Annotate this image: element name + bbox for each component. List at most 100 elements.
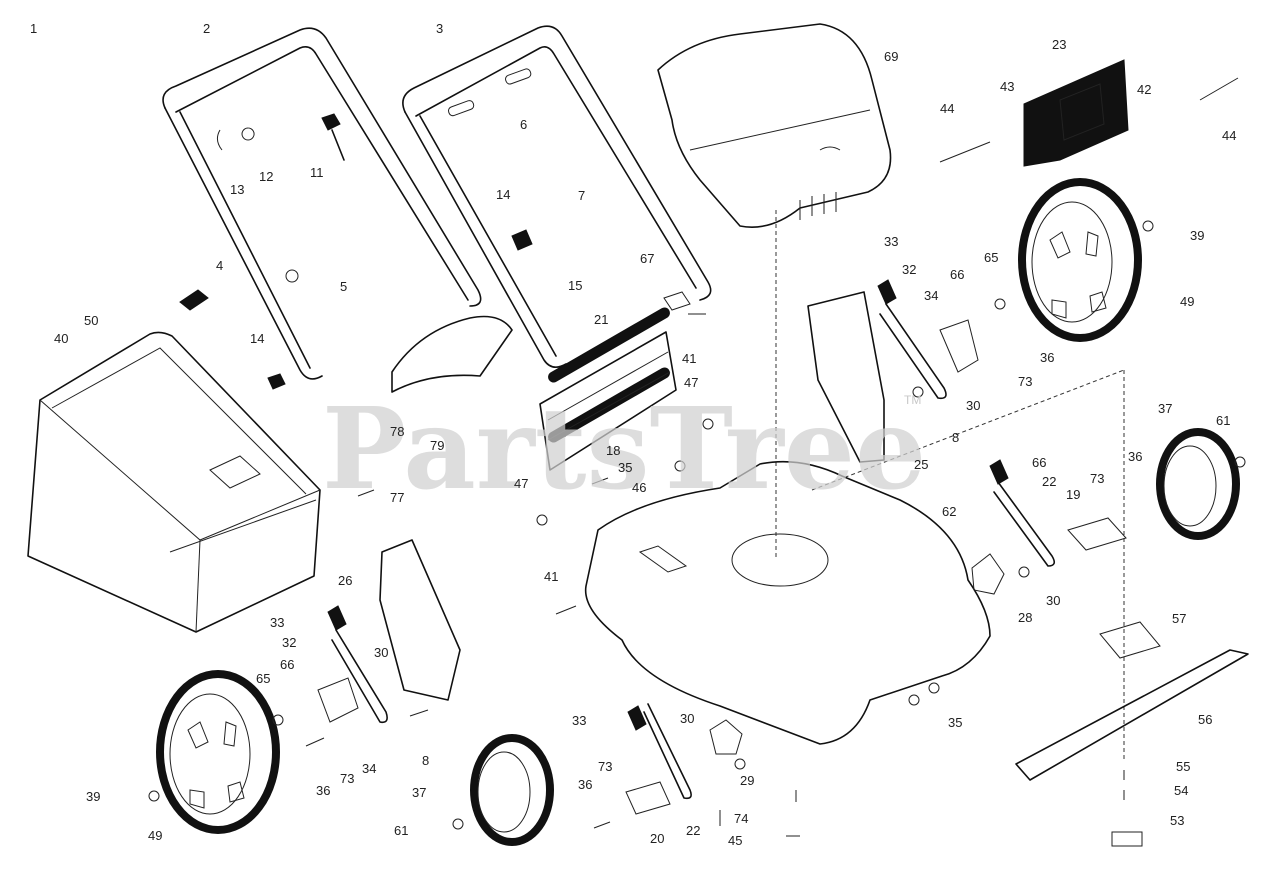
rear-chute: [391, 315, 513, 393]
part-number-label[interactable]: 74: [734, 811, 748, 826]
part-number-label[interactable]: 62: [942, 504, 956, 519]
part-number-label[interactable]: 36: [1128, 449, 1142, 464]
part-number-label[interactable]: 36: [1040, 350, 1054, 365]
part-number-label[interactable]: 49: [1180, 294, 1194, 309]
part-number-label[interactable]: 23: [1052, 37, 1066, 52]
part-number-label[interactable]: 69: [884, 49, 898, 64]
part-number-label[interactable]: 73: [340, 771, 354, 786]
part-number-label[interactable]: 3: [436, 21, 443, 36]
part-number-label[interactable]: 35: [618, 460, 632, 475]
part-number-label[interactable]: 14: [250, 331, 264, 346]
part-number-label[interactable]: 53: [1170, 813, 1184, 828]
part-number-label[interactable]: 65: [256, 671, 270, 686]
part-number-label[interactable]: 2: [203, 21, 210, 36]
hardware-bolts: [148, 220, 1246, 837]
watermark-text: PartsTree: [322, 384, 926, 515]
part-number-label[interactable]: 36: [316, 783, 330, 798]
part-number-label[interactable]: 26: [338, 573, 352, 588]
part-number-label[interactable]: 36: [578, 777, 592, 792]
part-number-label[interactable]: 43: [1000, 79, 1014, 94]
part-number-label[interactable]: 34: [362, 761, 376, 776]
part-number-label[interactable]: 41: [544, 569, 558, 584]
part-number-label[interactable]: 77: [390, 490, 404, 505]
part-number-label[interactable]: 79: [430, 438, 444, 453]
part-number-label[interactable]: 50: [84, 313, 98, 328]
side-discharge-bracket: [939, 59, 1239, 167]
part-number-label[interactable]: 25: [914, 457, 928, 472]
part-number-label[interactable]: 32: [902, 262, 916, 277]
part-number-label[interactable]: 30: [1046, 593, 1060, 608]
part-number-label[interactable]: 66: [280, 657, 294, 672]
part-number-label[interactable]: 54: [1174, 783, 1188, 798]
part-number-label[interactable]: 29: [740, 773, 754, 788]
part-number-label[interactable]: 1: [30, 21, 37, 36]
part-number-label[interactable]: 33: [572, 713, 586, 728]
mower-deck: [584, 460, 991, 745]
part-number-label[interactable]: 30: [680, 711, 694, 726]
watermark: PartsTree TM: [322, 384, 926, 515]
part-number-label[interactable]: 73: [598, 759, 612, 774]
part-number-label[interactable]: 66: [1032, 455, 1046, 470]
part-number-label[interactable]: 18: [606, 443, 620, 458]
part-number-label[interactable]: 56: [1198, 712, 1212, 727]
part-number-label[interactable]: 44: [940, 101, 954, 116]
part-number-label[interactable]: 8: [952, 430, 959, 445]
part-number-label[interactable]: 67: [640, 251, 654, 266]
grass-bag: [27, 331, 321, 633]
rear-wheel-left: [156, 670, 280, 834]
part-number-label[interactable]: 42: [1137, 82, 1151, 97]
part-number-label[interactable]: 61: [394, 823, 408, 838]
part-number-label[interactable]: 8: [422, 753, 429, 768]
height-adjuster-front: [625, 703, 743, 815]
part-number-label[interactable]: 19: [1066, 487, 1080, 502]
part-number-label[interactable]: 66: [950, 267, 964, 282]
height-adjuster-left: [317, 539, 461, 724]
part-number-label[interactable]: 14: [496, 187, 510, 202]
part-number-label[interactable]: 15: [568, 278, 582, 293]
front-wheel-right: [1156, 428, 1240, 540]
part-number-label[interactable]: 11: [310, 165, 324, 180]
part-number-label[interactable]: 73: [1090, 471, 1104, 486]
watermark-trademark: TM: [904, 393, 921, 407]
part-number-label[interactable]: 28: [1018, 610, 1032, 625]
part-number-label[interactable]: 78: [390, 424, 404, 439]
part-number-label[interactable]: 7: [578, 188, 585, 203]
part-number-label[interactable]: 33: [884, 234, 898, 249]
part-number-label[interactable]: 45: [728, 833, 742, 848]
part-number-labels: 1 2 3 4 5 6 7 8 11 12 13 14 14 14 15 21 …: [30, 21, 1236, 848]
part-number-label[interactable]: 37: [1158, 401, 1172, 416]
upper-handle: [162, 27, 482, 380]
part-number-label[interactable]: 32: [282, 635, 296, 650]
part-number-label[interactable]: 30: [374, 645, 388, 660]
part-number-label[interactable]: 30: [966, 398, 980, 413]
part-number-label[interactable]: 39: [1190, 228, 1204, 243]
part-number-label[interactable]: 41: [682, 351, 696, 366]
part-number-label[interactable]: 5: [340, 279, 347, 294]
height-adjuster-right: [971, 459, 1127, 595]
part-number-label[interactable]: 37: [412, 785, 426, 800]
part-number-label[interactable]: 47: [514, 476, 528, 491]
part-number-label[interactable]: 49: [148, 828, 162, 843]
part-number-label[interactable]: 35: [948, 715, 962, 730]
part-number-label[interactable]: 39: [86, 789, 100, 804]
part-number-label[interactable]: 65: [984, 250, 998, 265]
part-number-label[interactable]: 20: [650, 831, 664, 846]
part-number-label[interactable]: 22: [686, 823, 700, 838]
part-number-label[interactable]: 55: [1176, 759, 1190, 774]
part-number-label[interactable]: 21: [594, 312, 608, 327]
part-number-label[interactable]: 4: [216, 258, 223, 273]
part-number-label[interactable]: 46: [632, 480, 646, 495]
part-number-label[interactable]: 47: [684, 375, 698, 390]
part-number-label[interactable]: 33: [270, 615, 284, 630]
part-number-label[interactable]: 34: [924, 288, 938, 303]
part-number-label[interactable]: 57: [1172, 611, 1186, 626]
handle-hardware: [179, 68, 706, 390]
part-number-label[interactable]: 44: [1222, 128, 1236, 143]
part-number-label[interactable]: 61: [1216, 413, 1230, 428]
part-number-label[interactable]: 40: [54, 331, 68, 346]
part-number-label[interactable]: 13: [230, 182, 244, 197]
part-number-label[interactable]: 12: [259, 169, 273, 184]
part-number-label[interactable]: 22: [1042, 474, 1056, 489]
part-number-label[interactable]: 73: [1018, 374, 1032, 389]
part-number-label[interactable]: 6: [520, 117, 527, 132]
